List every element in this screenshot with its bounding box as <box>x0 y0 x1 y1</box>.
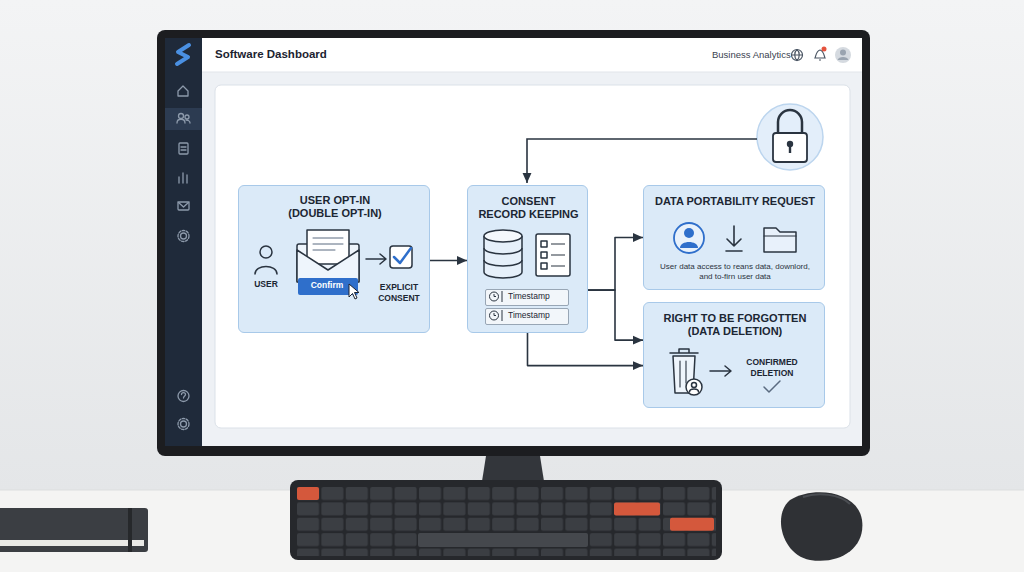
step-label: EXPLICIT CONSENT <box>371 282 427 303</box>
mouse <box>803 494 850 504</box>
sidebar <box>177 119 185 123</box>
notebook <box>0 508 148 552</box>
keyboard <box>296 486 716 556</box>
header-bar <box>815 50 825 60</box>
sidebar <box>178 202 189 207</box>
mouse <box>781 492 862 561</box>
timestamp-label: Timestamp <box>508 291 566 302</box>
keyboard <box>297 487 319 500</box>
timestamp-chip: Timestamp <box>485 289 569 306</box>
sidebar <box>181 147 186 150</box>
sidebar <box>182 393 186 398</box>
header-bar <box>792 50 803 61</box>
lock-icon <box>778 110 802 133</box>
notebook <box>128 508 132 552</box>
keyboard <box>670 518 714 531</box>
timestamp-label: Timestamp <box>508 310 566 321</box>
sidebar <box>181 233 187 239</box>
sidebar <box>178 202 189 210</box>
keyboard <box>614 502 660 515</box>
process-box: CONSENT RECORD KEEPINGTimestampTimestamp <box>467 185 588 333</box>
sidebar <box>179 173 187 183</box>
header-bar <box>202 72 862 73</box>
sidebar <box>178 86 188 96</box>
timestamp-chip: Timestamp <box>485 308 569 325</box>
lock-icon <box>789 145 791 153</box>
keyboard <box>290 480 722 560</box>
mouse <box>781 492 862 561</box>
process-box: USER OPT-IN (DOUBLE OPT-IN) USER EXPLICIT … <box>238 185 430 333</box>
flow-connector <box>588 238 643 291</box>
node-body: User data access to reans data, downlord… <box>660 262 810 282</box>
sidebar <box>185 115 189 119</box>
sidebar <box>165 38 202 446</box>
sidebar <box>181 421 187 427</box>
diagram-card <box>215 85 850 428</box>
header-bar <box>792 50 803 61</box>
header-bar <box>835 47 851 63</box>
node-heading: DATA PORTABILITY REQUEST <box>647 195 823 208</box>
sidebar <box>165 108 202 130</box>
lock-icon <box>527 104 823 183</box>
page-title: Software Dashboard <box>215 48 327 60</box>
sidebar <box>178 419 189 430</box>
monitor <box>165 38 862 446</box>
flow-connector <box>430 260 467 262</box>
button-label: Confirm <box>298 280 356 291</box>
monitor <box>157 30 870 456</box>
sidebar <box>178 391 189 402</box>
sidebar <box>177 45 189 64</box>
keyboard <box>418 533 588 547</box>
header-bar <box>840 50 846 56</box>
sidebar <box>179 114 184 119</box>
sidebar <box>179 143 188 154</box>
step-label: CONFIRMED DELETION <box>740 357 804 378</box>
notebook <box>0 540 144 546</box>
room <box>0 0 1024 492</box>
monitor <box>157 30 870 456</box>
process-box: RIGHT TO BE FORGOTTEN (DATA DELETION) CON… <box>643 302 825 408</box>
header-bar <box>202 38 862 72</box>
notebook <box>0 508 148 552</box>
node-heading: USER OPT-IN (DOUBLE OPT-IN) <box>277 194 393 220</box>
node-heading: CONSENT RECORD KEEPING <box>477 195 580 221</box>
header-bar <box>822 47 827 52</box>
lock-icon <box>773 133 807 162</box>
node-heading: RIGHT TO BE FORGOTTEN (DATA DELETION) <box>647 312 823 338</box>
sidebar <box>178 231 189 242</box>
confirm-button: Confirm <box>298 278 358 295</box>
flow-connector <box>588 290 643 340</box>
keyboard <box>290 480 722 560</box>
header-bar <box>792 50 826 61</box>
lock-icon <box>757 104 823 170</box>
sidebar <box>186 120 190 123</box>
header-bar <box>838 57 849 60</box>
header-bar <box>202 38 862 72</box>
lock-icon <box>527 139 757 183</box>
diagram-card <box>215 85 850 428</box>
sidebar <box>177 86 190 430</box>
flow-connector <box>528 333 644 366</box>
header-label: Business Analytics <box>712 49 791 60</box>
actor-label: USER <box>249 279 283 290</box>
sidebar <box>165 38 202 446</box>
process-box: DATA PORTABILITY REQUEST User data access… <box>643 185 825 290</box>
